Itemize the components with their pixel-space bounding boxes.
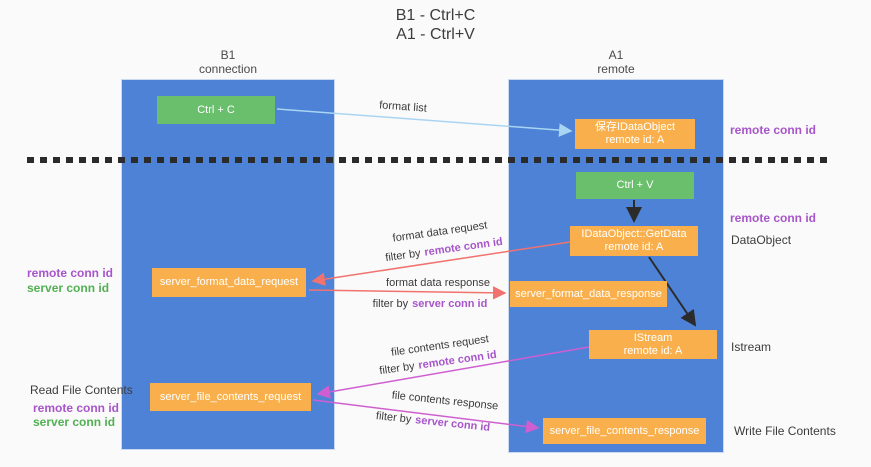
node-sfdres-label: server_format_data_response (515, 287, 662, 300)
diagram-title: B1 - Ctrl+C A1 - Ctrl+V (0, 6, 871, 44)
node-ctrl-v: Ctrl + V (576, 172, 694, 199)
node-sfdreq-label: server_format_data_request (159, 276, 299, 288)
side-read-file-contents: Read File Contents (30, 383, 133, 397)
label-filter-server-1: filter by server conn id (373, 298, 488, 310)
node-idataobject-getdata: IDataObject::GetData remote id: A (570, 226, 698, 256)
format-data-response-arrow (308, 286, 507, 300)
node-ctrl-c-label: Ctrl + C (197, 103, 235, 116)
side-write-file-contents: Write File Contents (734, 424, 836, 438)
side-left-server-conn-id-2: server conn id (33, 415, 116, 429)
getdata-to-istream-arrow (648, 256, 697, 327)
node-save-idataobject-line1: 保存IDataObject (594, 121, 676, 133)
side-istream: Istream (731, 340, 772, 354)
node-sfcreq-label: server_file_contents_request (159, 390, 302, 403)
file-contents-request-arrow (316, 346, 590, 399)
format-data-request-arrow (311, 241, 571, 286)
label-format-data-response-text: format data response (386, 277, 490, 289)
side-dataobject: DataObject (731, 233, 792, 247)
side-remote-conn-id-top: remote conn id (730, 123, 817, 137)
filter-by-text: filter by (372, 298, 409, 310)
node-istream-line2: remote id: A (623, 344, 683, 357)
side-left-remote-conn-id-2: remote conn id (33, 401, 120, 415)
node-server-format-data-response: server_format_data_response (510, 281, 667, 307)
node-save-idataobject: 保存IDataObject remote id: A (575, 119, 695, 149)
lane-a1-name: A1 (608, 48, 624, 62)
lane-header-a1: A1 remote (508, 48, 724, 76)
node-save-idataobject-line2: remote id: A (605, 134, 665, 146)
node-ctrl-v-label: Ctrl + V (616, 179, 654, 191)
server-conn-id-text: server conn id (412, 298, 488, 310)
label-format-data-response: format data response (386, 277, 490, 289)
node-server-file-contents-response: server_file_contents_response (543, 418, 706, 444)
lane-b1-name: B1 (220, 48, 236, 62)
node-server-file-contents-request: server_file_contents_request (150, 383, 311, 411)
lane-header-b1: B1 connection (121, 48, 335, 76)
node-getdata-line2: remote id: A (604, 241, 664, 253)
node-istream: IStream remote id: A (589, 330, 717, 359)
node-getdata-line1: IDataObject::GetData (581, 228, 687, 240)
title-line-2: A1 - Ctrl+V (396, 26, 475, 43)
lane-b1-role: connection (198, 62, 258, 76)
side-remote-conn-id-mid: remote conn id (730, 211, 817, 225)
node-istream-line1: IStream (633, 331, 673, 344)
node-server-format-data-request: server_format_data_request (152, 268, 306, 297)
side-left-server-conn-id-1: server conn id (27, 281, 110, 295)
side-left-remote-conn-id-1: remote conn id (27, 266, 114, 280)
file-contents-response-arrow (312, 399, 540, 434)
format-list-arrow (276, 108, 573, 137)
title-line-1: B1 - Ctrl+C (395, 7, 476, 24)
node-ctrl-c: Ctrl + C (157, 96, 275, 124)
dashed-divider-line (27, 157, 833, 163)
node-sfcres-label: server_file_contents_response (549, 424, 700, 437)
lane-a1-role: remote (597, 62, 635, 76)
